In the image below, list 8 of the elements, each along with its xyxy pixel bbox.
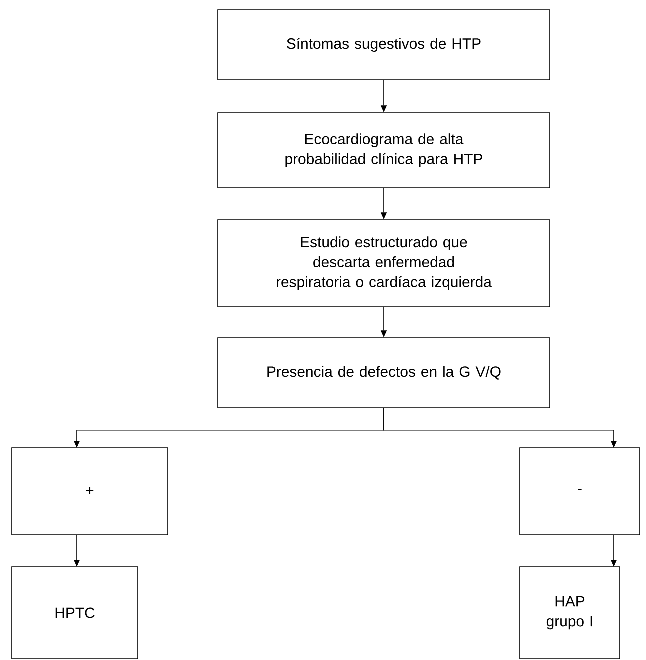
process-box: + xyxy=(12,448,168,536)
process-box: - xyxy=(520,448,640,536)
process-box: HPTC xyxy=(12,566,138,660)
process-box: HAP grupo I xyxy=(520,566,620,660)
process-box: Síntomas sugestivos de HTP xyxy=(218,10,550,80)
process-box: Presencia de defectos en la G V/Q xyxy=(218,338,550,408)
process-box: Estudio estructurado que descarta enfermedad respiratoria o cardíaca izquierda xyxy=(218,220,550,308)
process-box: Ecocardiograma de alta probabilidad clínica para HTP xyxy=(218,112,550,188)
